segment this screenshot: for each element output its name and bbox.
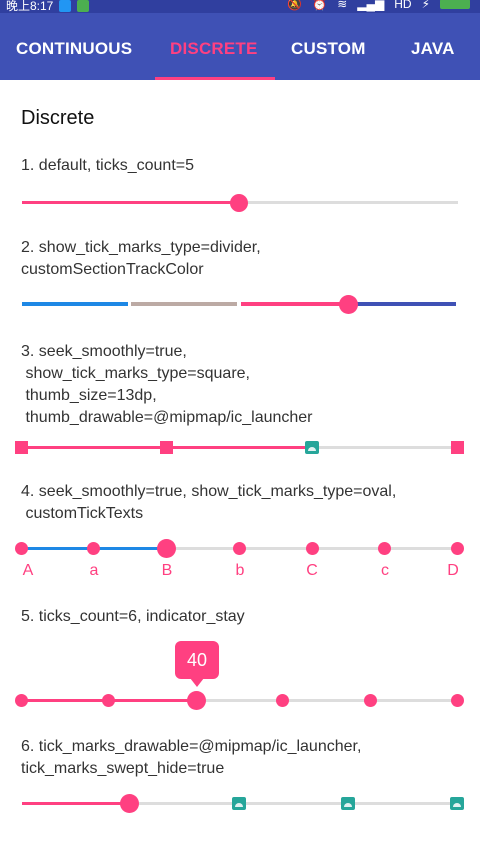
seekbar-4-tick-text: a <box>89 562 99 579</box>
tab-continuous[interactable]: CONTINUOUS <box>16 39 133 58</box>
seekbar-4-tick-text: B <box>161 562 173 579</box>
seekbar-5-tick-6 <box>451 694 464 707</box>
active-tab-indicator <box>155 77 275 80</box>
seekbar-5-background-track <box>197 699 457 702</box>
seekbar-4-tick-text: c <box>381 562 389 579</box>
seekbar-4-tick-6 <box>378 542 391 555</box>
status-bar: 晚上8:17 🔕 ⏰ ≋ ▂▄▆ HD ⚡ <box>0 0 480 13</box>
status-time: 晚上8:17 <box>6 0 54 13</box>
tab-bar: CONTINUOUS DISCRETE CUSTOM JAVA <box>0 13 480 80</box>
seekbar-5-tick-2 <box>102 694 115 707</box>
seekbar-4-tick-text: b <box>235 562 245 579</box>
seekbar-5-tick-1 <box>15 694 28 707</box>
alarm-icon: ⏰ <box>312 0 328 11</box>
seekbar-4-tick-text: C <box>306 562 318 579</box>
seekbar-5-indicator: 40 <box>175 641 219 687</box>
seekbar-1-background-track <box>238 201 458 204</box>
seekbar-6-launcher-tick-icon <box>341 797 355 810</box>
seekbar-3-tick-2 <box>160 441 173 454</box>
seekbar-5-thumb[interactable] <box>187 691 206 710</box>
mute-icon: 🔕 <box>287 0 303 11</box>
seekbar-4-tick-2 <box>87 542 100 555</box>
section-4-label: 4. seek_smoothly=true, show_tick_marks_t… <box>21 483 397 522</box>
seekbar-6-background-track <box>130 802 458 805</box>
seekbar-2-section-4 <box>349 302 456 306</box>
seekbar-6-launcher-tick-icon <box>232 797 246 810</box>
seekbar-1-progress-track <box>22 201 238 204</box>
section-2-label: 2. show_tick_marks_type=divider, customS… <box>21 239 261 278</box>
charging-icon: ⚡ <box>421 0 430 11</box>
section-1-label: 1. default, ticks_count=5 <box>21 157 194 174</box>
seekbar-4-tick-text: A <box>22 562 34 579</box>
wifi-icon: ≋ <box>337 0 348 11</box>
seekbar-2-section-3 <box>241 302 349 306</box>
section-3-label: 3. seek_smoothly=true, show_tick_marks_t… <box>21 343 313 426</box>
seekbar-5-tick-4 <box>276 694 289 707</box>
seekbar-3-launcher-thumb-icon[interactable] <box>305 441 319 454</box>
tab-custom[interactable]: CUSTOM <box>291 39 366 58</box>
tab-discrete[interactable]: DISCRETE <box>170 39 258 58</box>
seekbar-4-thumb[interactable] <box>157 539 176 558</box>
seekbar-3-tick-3 <box>451 441 464 454</box>
seekbar-2-thumb[interactable] <box>339 295 358 314</box>
seekbar-4-tick-7 <box>451 542 464 555</box>
seekbar-6-thumb[interactable] <box>120 794 139 813</box>
seekbar-4-tick-4 <box>233 542 246 555</box>
seekbar-4-tick-text: D <box>447 562 459 579</box>
section-6-label: 6. tick_marks_drawable=@mipmap/ic_launch… <box>21 738 362 777</box>
seekbar-2-section-2 <box>131 302 237 306</box>
android-notification-icon <box>77 0 90 12</box>
battery-icon <box>440 0 470 9</box>
seekbar-2-section-1 <box>22 302 128 306</box>
seekbar-6-progress-track <box>22 802 130 805</box>
seekbar-3-tick-1 <box>15 441 28 454</box>
seekbar-4-tick-1 <box>15 542 28 555</box>
seekbar-1-thumb[interactable] <box>230 194 248 212</box>
tab-java[interactable]: JAVA <box>411 39 455 58</box>
notification-icon <box>59 0 72 12</box>
seekbar-4-tick-5 <box>306 542 319 555</box>
seekbar-5-tick-5 <box>364 694 377 707</box>
page-title: Discrete <box>21 107 95 129</box>
network-type: HD <box>394 0 412 11</box>
signal-icon: ▂▄▆ <box>357 0 385 11</box>
seekbar-6-launcher-tick-icon <box>450 797 464 810</box>
section-5-label: 5. ticks_count=6, indicator_stay <box>21 608 245 625</box>
seekbar-3-background-track <box>312 446 458 449</box>
